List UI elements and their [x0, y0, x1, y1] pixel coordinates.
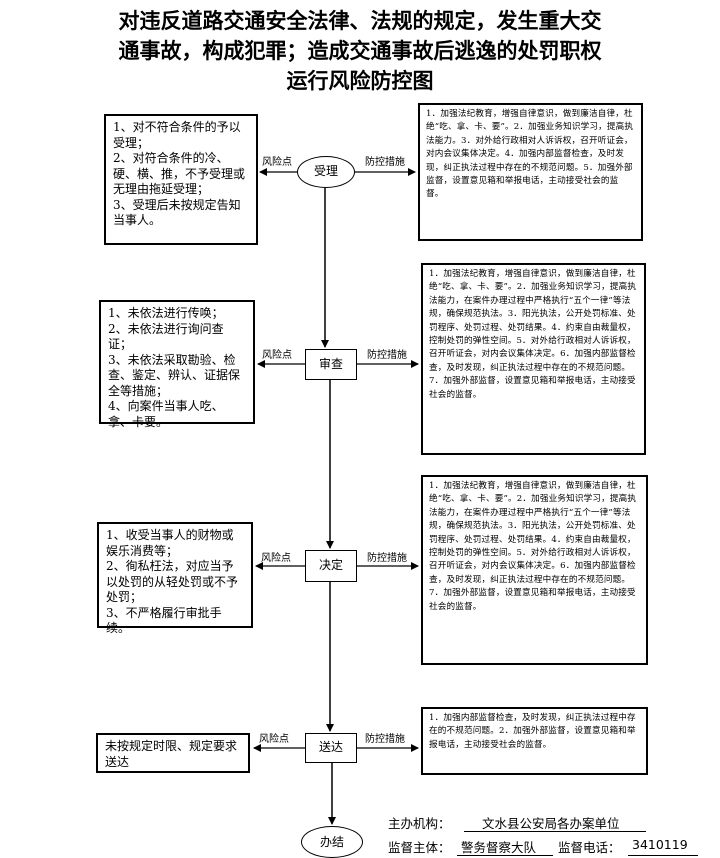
footer-supervisor-value: 警务督察大队 [461, 840, 537, 855]
page-title-line-1: 对违反道路交通安全法律、法规的规定，发生重大交 [118, 9, 602, 33]
footer-host-label: 主办机构： [388, 816, 451, 831]
risk-box-accept: 1、对不符合条件的予以受理； 2、对符合条件的冷、硬、横、推，不予受理或无理由拖… [104, 114, 258, 245]
page-title-line-2: 通事故，构成犯罪；造成交通事故后逃逸的处罚职权 [118, 39, 602, 63]
control-label-decide: 防控措施 [367, 553, 407, 564]
node-decide: 决定 [305, 550, 357, 582]
footer-supervisor-label: 监督主体： [388, 840, 451, 855]
footer-phone-underline [628, 855, 698, 856]
footer-host-underline [464, 831, 646, 832]
footer-host-value: 文水县公安局各办案单位 [482, 816, 620, 831]
node-review: 审查 [305, 349, 357, 380]
risk-label-accept: 风险点 [262, 157, 292, 168]
risk-label-decide: 风险点 [261, 553, 291, 564]
footer-supervisor-underline [457, 855, 553, 856]
risk-box-review: 1、未依法进行传唤； 2、未依法进行询问查证； 3、未依法采取勘验、检查、鉴定、… [99, 300, 255, 429]
risk-box-deliver: 未按规定时限、规定要求送达 [96, 733, 250, 773]
control-label-review: 防控措施 [367, 350, 407, 361]
control-box-review: 1．加强法纪教育，增强自律意识，做到廉洁自律，杜绝“吃、拿、卡、要”。2．加强业… [421, 263, 646, 455]
control-box-decide: 1．加强法纪教育，增强自律意识，做到廉洁自律，杜绝“吃、拿、卡、要”。2．加强业… [421, 475, 648, 665]
footer-phone-value: 3410119 [632, 837, 688, 852]
control-label-accept: 防控措施 [365, 157, 405, 168]
risk-label-deliver: 风险点 [259, 734, 289, 745]
node-close: 办结 [301, 826, 363, 858]
node-accept: 受理 [297, 156, 355, 188]
control-box-deliver: 1．加强内部监督检查，及时发现，纠正执法过程中存在的不规范问题。2．加强外部监督… [421, 707, 648, 775]
control-label-deliver: 防控措施 [365, 734, 405, 745]
risk-box-decide: 1、收受当事人的财物或娱乐消费等； 2、徇私枉法，对应当予以处罚的从轻处罚或不予… [97, 522, 253, 635]
control-box-accept: 1．加强法纪教育，增强自律意识，做到廉洁自律，杜绝“吃、拿、卡、要”。2．加强业… [418, 103, 643, 241]
node-deliver: 送达 [305, 733, 357, 763]
footer-phone-label: 监督电话： [558, 840, 621, 855]
page-title-line-3: 运行风险防控图 [286, 69, 434, 93]
risk-label-review: 风险点 [262, 350, 292, 361]
